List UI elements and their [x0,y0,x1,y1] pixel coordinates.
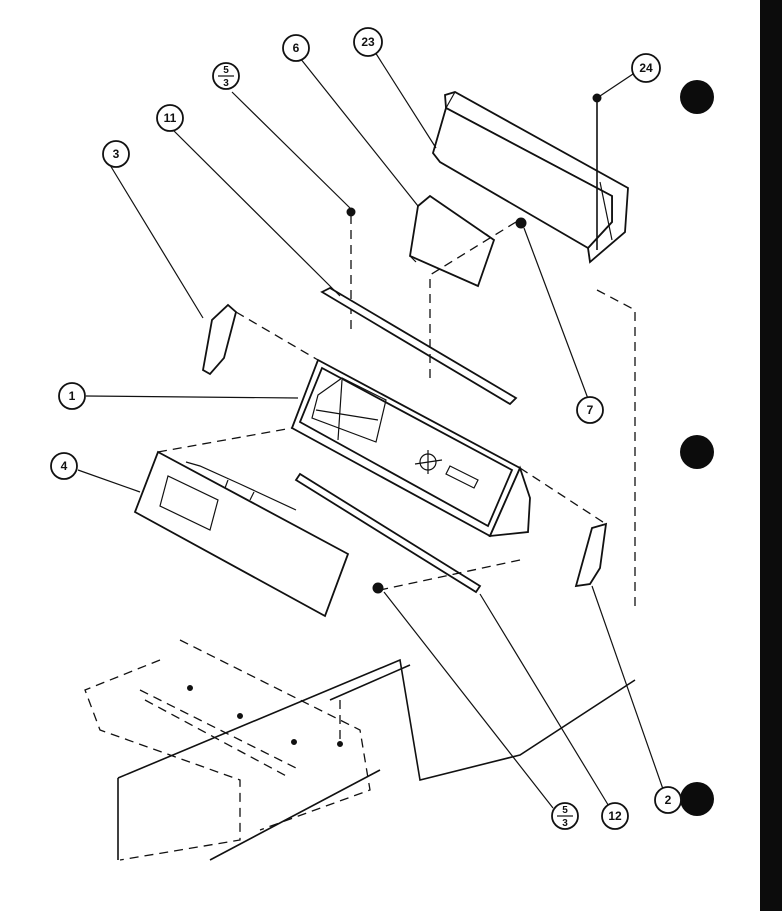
svg-text:12: 12 [608,809,622,823]
binder-hole-bottom [680,782,714,816]
callout-6: 6 [282,34,310,62]
part-23-bracket [432,91,629,264]
svg-text:2: 2 [665,793,672,807]
binder-hole-middle [680,435,714,469]
binder-edge [760,0,782,911]
callout-3: 3 [102,140,130,168]
frame-outline-lines [117,658,636,861]
leader-lines [77,51,665,809]
part-2-end-cap [574,522,608,588]
svg-text:4: 4 [61,459,68,473]
svg-text:3: 3 [223,78,229,89]
callout-12: 12 [601,802,629,830]
part-6-plate [409,194,496,288]
part-5-3-screw-upper [346,207,356,335]
callout-7: 7 [576,396,604,424]
callout-11: 11 [156,104,184,132]
part-24-screw [592,93,602,250]
callout-5-3-lower: 5 3 [551,802,579,830]
part-7-screw [515,217,527,229]
callout-2: 2 [654,786,682,814]
svg-text:23: 23 [361,35,375,49]
part-5-3-screw-lower [372,582,384,594]
svg-text:24: 24 [639,61,653,75]
svg-text:11: 11 [164,111,177,125]
svg-text:1: 1 [69,389,76,403]
callout-4: 4 [50,452,78,480]
assembly-dashed-lines [84,221,636,861]
callout-5-3-upper: 5 3 [212,62,240,90]
part-4-front-panel [133,450,350,618]
svg-text:3: 3 [562,818,568,829]
part-11-strip [320,286,518,406]
svg-text:6: 6 [293,41,300,55]
svg-text:7: 7 [587,403,594,417]
callout-23: 23 [353,27,383,57]
svg-text:3: 3 [113,147,120,161]
part-3-end-cap [202,303,238,376]
svg-text:5: 5 [562,805,568,816]
part-12-strip [294,472,482,594]
callout-24: 24 [631,53,661,83]
svg-text:5: 5 [223,65,229,76]
binder-hole-top [680,80,714,114]
callout-1: 1 [58,382,86,410]
